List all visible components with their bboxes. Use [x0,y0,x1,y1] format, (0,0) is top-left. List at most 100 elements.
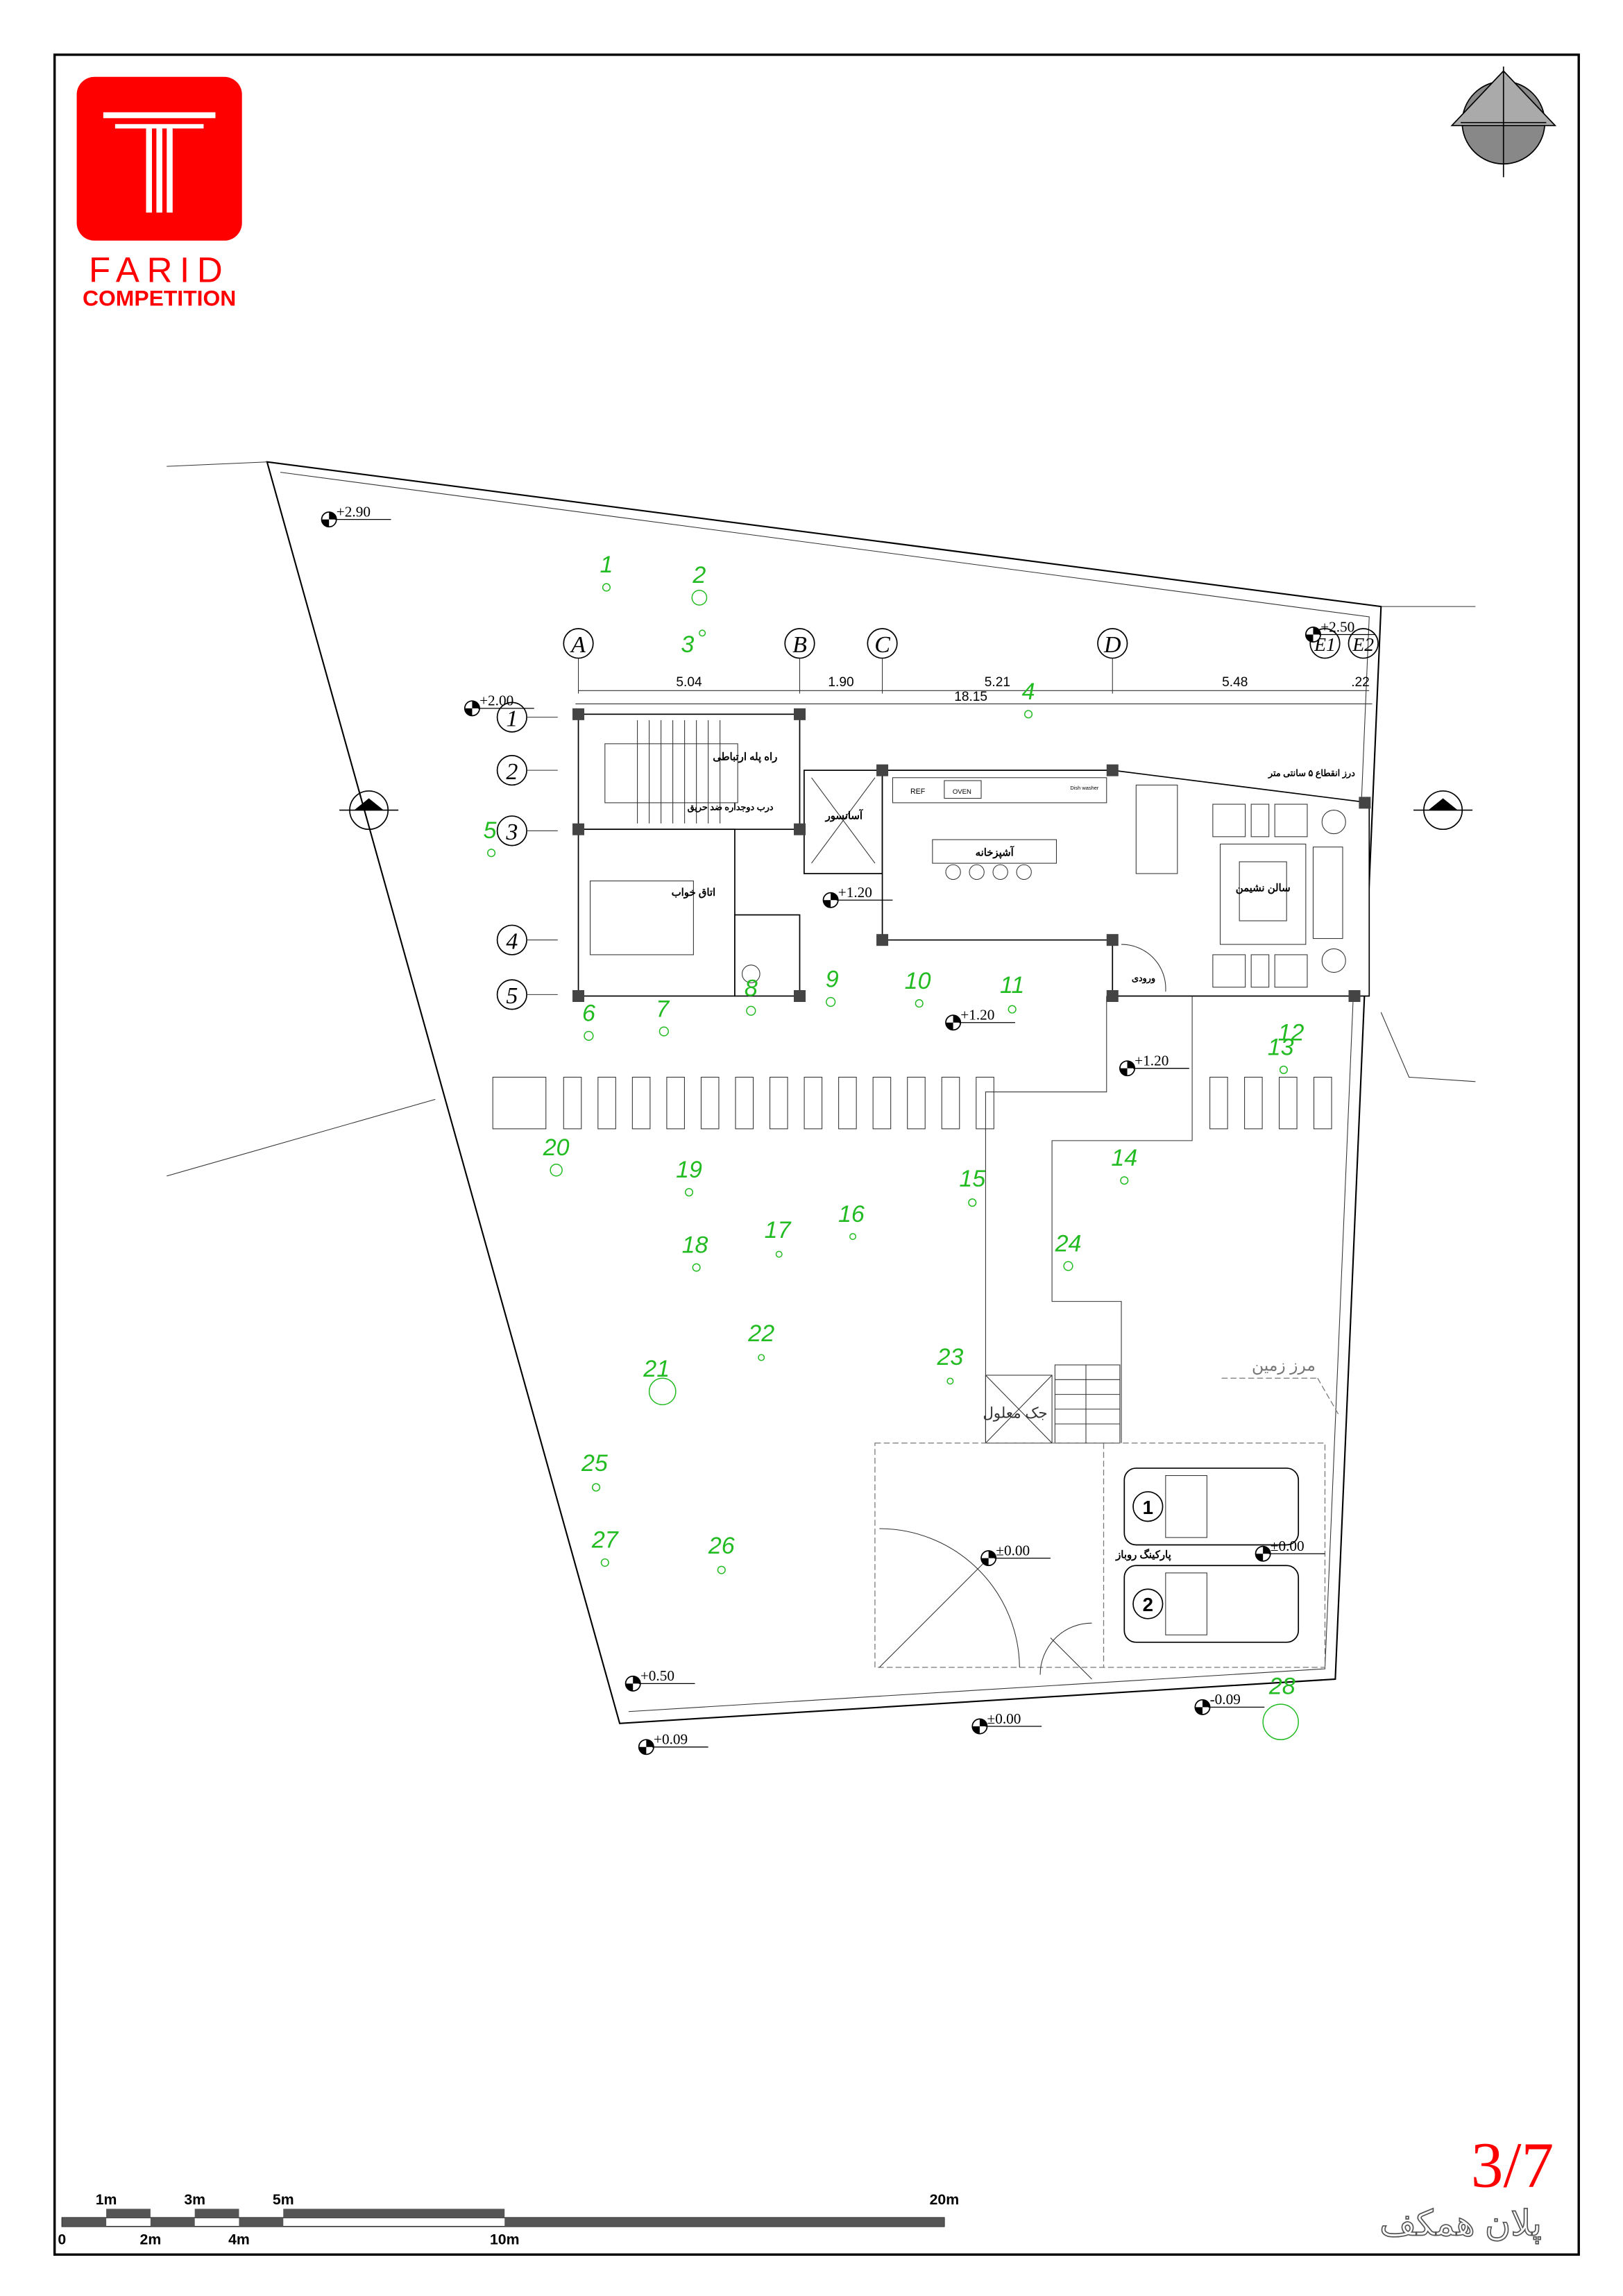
joint-label: درز انقطاع ۵ سانتی متر [1268,768,1355,779]
parking-area [874,1443,1326,1668]
level-marker: +1.20 [1119,1052,1189,1077]
tree-number: 20 [543,1134,570,1161]
section-marker-left-icon [339,790,399,831]
tree-marker: 18 [682,1232,708,1272]
scale-10m: 10m [490,2231,520,2247]
room-label-stair: راه پله ارتباطی [713,751,777,763]
grid-bubble-5: 5 [496,979,558,1010]
tree-icon [758,1354,765,1361]
grid-bubble-4: 4 [496,924,558,955]
paving-strip [492,1076,547,1130]
logo: FARID COMPETITION [76,76,242,310]
paving-strip [1313,1076,1332,1130]
level-value: +1.20 [960,1007,994,1023]
tree-number: 27 [591,1527,619,1554]
tree-marker: 22 [747,1320,774,1361]
tree-icon [699,629,706,637]
tree-number: 23 [936,1344,963,1370]
level-marker: ±0.00 [1255,1538,1325,1562]
grid-columns-2: C [874,632,890,658]
tree-marker: 10 [905,968,931,1008]
dim-c-d: 5.21 [985,675,1010,690]
level-marker: +1.20 [945,1007,1015,1031]
tree-icon [591,1483,601,1492]
scale-20m: 20m [930,2191,960,2208]
level-marker: +2.90 [321,503,391,528]
tree-number: 10 [905,968,931,994]
paving-strip [872,1076,892,1130]
plot-boundary [167,461,1476,1724]
tree-icon [826,996,836,1007]
logo-name: FARID [89,250,230,289]
building-plan: راه پله ارتباطی درب دوجداره ضد حریق آسان… [572,708,1371,1002]
grid-columns-1: B [792,632,807,658]
tree-marker: 3 [681,629,706,658]
main-hall [881,769,1370,997]
tree-number: 11 [1000,972,1024,998]
scale-bar: 1m 3m 5m 20m 0 2m 4m 10m [58,2191,959,2247]
level-value: ±0.00 [987,1710,1021,1727]
parking-label: پارکینگ روباز [1115,1549,1171,1562]
tree-number: 7 [656,996,670,1022]
grid-rows: 1 2 3 4 5 [496,701,558,1010]
tree-marker: 12 [1278,1019,1305,1074]
dimension-chain: 5.04 1.90 5.21 5.48 .22 18.15 [575,675,1373,704]
grid-columns-0: A [570,632,586,658]
room-label-entrance: ورودی [1132,973,1155,984]
section-marker-right-icon [1413,790,1473,831]
tree-icon [1279,1065,1288,1074]
tree-marker: 2 [691,562,708,606]
scale-2m: 2m [140,2231,162,2247]
tree-icon [550,1164,563,1177]
level-marker: +1.20 [822,884,893,908]
tree-icon [1120,1176,1129,1185]
tree-marker: 27 [591,1527,619,1567]
tree-marker: 6 [582,1001,595,1041]
tree-marker: 15 [959,1166,985,1207]
appliance-oven: OVEN [953,788,971,796]
scale-5m: 5m [273,2191,294,2208]
tree-icon [717,1565,726,1574]
paving-strip [563,1076,582,1130]
tree-icon [1063,1261,1073,1271]
tree-number: 15 [959,1166,985,1192]
tree-icon [648,1377,677,1406]
paving-strip [597,1076,616,1130]
grid-rows-1: 2 [506,759,518,785]
structural-columns [572,708,1371,1002]
grid-bubble-d: D [1097,628,1128,694]
tree-number: 28 [1268,1673,1295,1699]
tree-number: 3 [681,631,694,658]
paving-strip [735,1076,754,1130]
grid-rows-4: 5 [506,983,518,1009]
living-rug [1219,843,1307,945]
level-value: +1.20 [838,884,872,901]
yard-paths: جک معلول پارکینگ روباز مرز زمین [874,996,1341,1680]
tree-icon [1262,1703,1299,1740]
car-2: 2 [1123,1565,1300,1643]
tree-marker: 8 [745,975,758,1016]
tree-icon [487,849,496,858]
scale-0: 0 [58,2231,66,2247]
sheet-border [53,53,1580,2256]
level-marker: ±0.00 [971,1710,1042,1735]
tree-number: 9 [826,967,839,993]
tree-icon [692,1263,701,1272]
grid-bubble-3: 3 [496,815,558,847]
paving-strip [666,1076,685,1130]
tree-icon [775,1250,783,1258]
tree-icon [658,1026,669,1037]
cars-1: 2 [1143,1594,1153,1615]
level-value: +0.09 [654,1731,688,1748]
grid-columns-5: E2 [1352,633,1374,655]
tree-number: 5 [483,817,496,844]
dim-d-e1: 5.48 [1222,675,1248,690]
tree-number: 16 [838,1201,865,1227]
tree-marker: 5 [483,817,496,858]
tree-marker: 13 [1268,1035,1294,1061]
bathroom [734,914,801,997]
tree-marker: 4 [1022,679,1035,719]
level-markers: +2.90+2.50+2.00+1.20+1.20+1.20±0.00±0.00… [321,503,1375,1755]
tree-number: 17 [765,1217,792,1243]
